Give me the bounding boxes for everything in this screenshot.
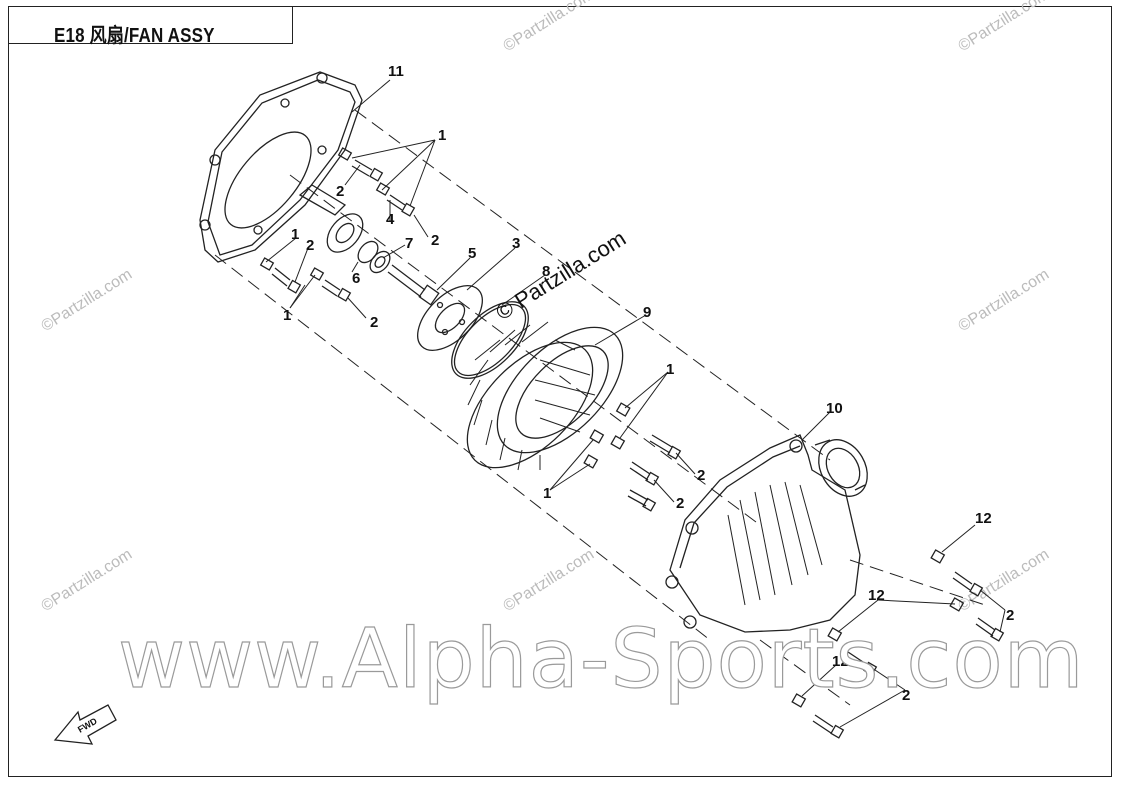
- page-title: E18 风扇/FAN ASSY: [54, 25, 215, 47]
- fwd-arrow: [53, 704, 117, 745]
- bolt-group-upper: [337, 147, 416, 217]
- callout-1: 1: [666, 361, 674, 378]
- callout-11: 11: [388, 63, 404, 80]
- callout-12: 12: [868, 587, 885, 604]
- part-8-oring: [451, 301, 529, 379]
- watermark-alpha-sports: www.Alpha-Sports.com: [117, 611, 1085, 707]
- callout-2: 2: [1006, 607, 1014, 624]
- bolt-group-middle: [583, 402, 682, 512]
- callout-12: 12: [832, 653, 849, 670]
- callout-4: 4: [386, 211, 395, 228]
- callout-10: 10: [826, 400, 843, 417]
- callout-2: 2: [370, 314, 378, 331]
- callout-3: 3: [512, 235, 520, 252]
- callout-9: 9: [643, 304, 651, 321]
- part-11-cover-plate: [199, 71, 364, 263]
- callout-2: 2: [676, 495, 684, 512]
- assembly-line: [289, 174, 761, 526]
- callout-8: 8: [542, 263, 550, 280]
- drawing-frame: [8, 6, 1112, 777]
- callout-2: 2: [306, 237, 314, 254]
- callout-6: 6: [352, 270, 360, 287]
- title-box: E18 风扇/FAN ASSY: [8, 6, 293, 47]
- part-7-washer: [369, 250, 391, 274]
- assembly-line: [759, 639, 851, 706]
- callout-1: 1: [543, 485, 551, 502]
- callout-7: 7: [405, 235, 413, 252]
- bolt-group-right: [791, 549, 1005, 739]
- assembly-line: [354, 109, 831, 461]
- bolt-group-lower-left: [259, 257, 352, 302]
- callout-2: 2: [336, 183, 344, 200]
- callout-1: 1: [291, 226, 299, 243]
- callout-2: 2: [902, 687, 910, 704]
- assembly-line: [849, 559, 986, 606]
- part-9-fan-wheel: [466, 321, 624, 471]
- part-3-gasket: [417, 285, 483, 351]
- callout-2: 2: [697, 467, 705, 484]
- part-5-bolt: [387, 264, 440, 306]
- callout-5: 5: [468, 245, 476, 262]
- callout-1: 1: [438, 127, 446, 144]
- callout-2: 2: [431, 232, 439, 249]
- part-6-washer: [357, 240, 379, 264]
- callout-1: 1: [283, 307, 291, 324]
- callout-12: 12: [975, 510, 992, 527]
- part-10-fan-housing: [665, 434, 868, 633]
